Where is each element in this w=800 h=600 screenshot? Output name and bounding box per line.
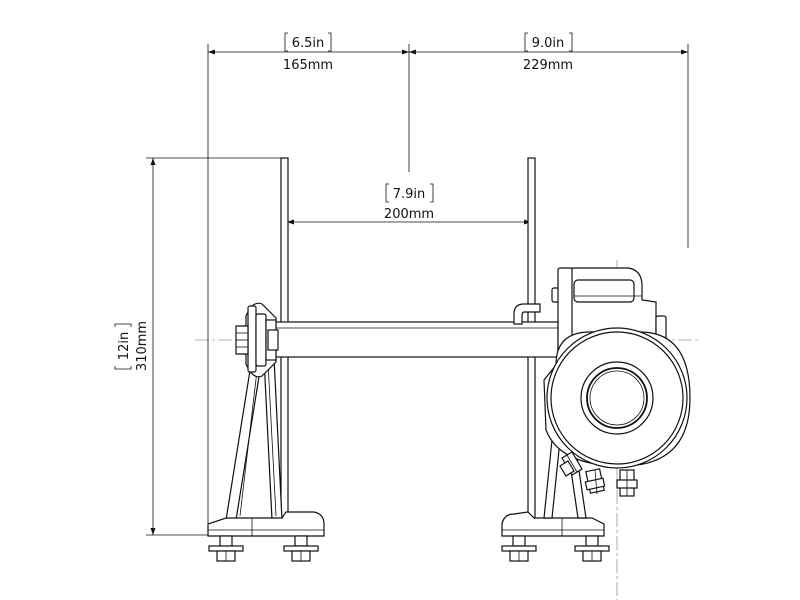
- dimension-middle: 7.9in 200mm: [287, 183, 531, 225]
- dim-middle-imperial: 7.9in: [393, 187, 426, 202]
- dimension-top-left: 6.5in 165mm: [207, 32, 409, 532]
- left-leg-brace: [225, 357, 283, 521]
- dim-top-left-imperial: 6.5in: [292, 36, 325, 51]
- dim-top-left-metric: 165mm: [283, 58, 333, 73]
- left-foot-base: [207, 511, 325, 537]
- terminal-stud-2: [584, 468, 606, 495]
- dim-top-right-metric: 229mm: [523, 58, 573, 73]
- dim-height-metric: 310mm: [135, 321, 150, 371]
- motor-end-cap: [543, 327, 691, 469]
- left-foot-bolt-2: [283, 535, 319, 562]
- dim-top-right-imperial: 9.0in: [532, 36, 565, 51]
- terminal-stud-1: [559, 451, 583, 477]
- right-foot-bolt-1: [501, 535, 537, 562]
- right-foot-bolt-2: [574, 535, 610, 562]
- dimension-height: 12in 310mm: [114, 157, 287, 536]
- left-hub-assembly: [235, 302, 279, 378]
- terminal-stud-3: [616, 469, 638, 497]
- gearbox-housing: [513, 267, 667, 369]
- dim-height-imperial: 12in: [117, 332, 132, 360]
- dimension-top-right: 9.0in 229mm: [408, 32, 689, 248]
- left-foot-bolt-1: [208, 535, 244, 562]
- dim-middle-metric: 200mm: [384, 207, 434, 222]
- axle-tube: [272, 321, 559, 358]
- right-foot-base: [501, 511, 605, 537]
